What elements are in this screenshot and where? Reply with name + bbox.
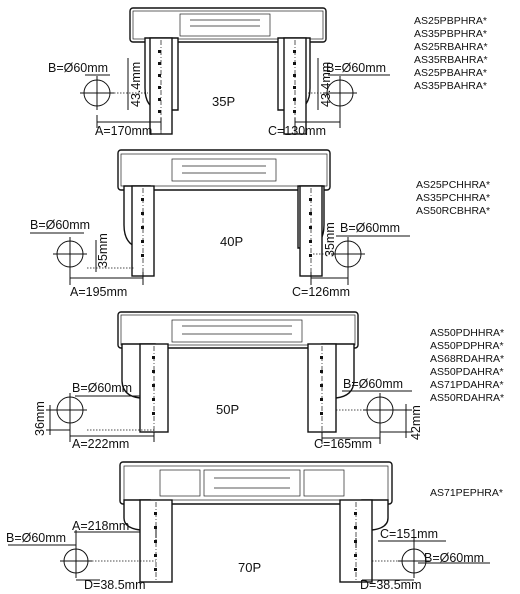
hole-label-left-35p: B=Ø60mm bbox=[48, 61, 108, 75]
model-50p-2: AS50PDPHRA* bbox=[430, 340, 504, 352]
model-35p-1: AS25PBPHRA* bbox=[414, 15, 487, 27]
mounting-plate-40p bbox=[117, 149, 331, 277]
model-35p-2: AS35PBPHRA* bbox=[414, 28, 487, 40]
vert-dim-right-35p: 43.4mm bbox=[319, 62, 333, 107]
hole-label-left-40p: B=Ø60mm bbox=[30, 218, 90, 232]
vert-dim-right-40p: 35mm bbox=[323, 222, 337, 257]
power-label-40p: 40P bbox=[220, 234, 243, 249]
model-35p-3: AS25RBAHRA* bbox=[414, 41, 488, 53]
model-list-40p: AS25PCHHRA* AS35PCHHRA* AS50RCBHRA* bbox=[416, 179, 490, 217]
model-40p-3: AS50RCBHRA* bbox=[416, 205, 490, 217]
model-35p-5: AS25PBAHRA* bbox=[414, 67, 487, 79]
model-50p-1: AS50PDHHRA* bbox=[430, 327, 504, 339]
dim-c-50p: C=165mm bbox=[314, 437, 372, 451]
section-70p: B=Ø60mm A=218mm D=38.5mm B=Ø60mm C=151mm… bbox=[6, 461, 503, 592]
dim-d-left-70p: D=38.5mm bbox=[84, 578, 145, 592]
hole-label-right-40p: B=Ø60mm bbox=[340, 221, 400, 235]
vert-dim-left-35p: 43.4mm bbox=[129, 62, 143, 107]
hole-label-right-35p: B=Ø60mm bbox=[326, 61, 386, 75]
mounting-plate-70p bbox=[119, 461, 393, 583]
model-35p-6: AS35PBAHRA* bbox=[414, 80, 487, 92]
model-35p-4: AS35RBAHRA* bbox=[414, 54, 488, 66]
dim-c-70p: C=151mm bbox=[380, 527, 438, 541]
vert-dim-left-50p: 36mm bbox=[33, 401, 47, 436]
model-50p-3: AS68RDAHRA* bbox=[430, 353, 504, 365]
vert-dim-left-40p: 35mm bbox=[96, 233, 110, 268]
model-list-70p: AS71PEPHRA* bbox=[430, 487, 503, 499]
dim-a-40p: A=195mm bbox=[70, 285, 127, 299]
model-list-50p: AS50PDHHRA* AS50PDPHRA* AS68RDAHRA* AS50… bbox=[430, 327, 504, 404]
mounting-plate-35p bbox=[129, 7, 327, 135]
section-35p: B=Ø60mm 43.4mm A=170mm B=Ø60mm 43.4mm C=… bbox=[48, 7, 488, 138]
hole-label-left-50p: B=Ø60mm bbox=[72, 381, 132, 395]
model-40p-2: AS35PCHHRA* bbox=[416, 192, 490, 204]
dim-c-35p: C=130mm bbox=[268, 124, 326, 138]
dim-c-40p: C=126mm bbox=[292, 285, 350, 299]
model-50p-4: AS50PDAHRA* bbox=[430, 366, 504, 378]
dim-a-70p: A=218mm bbox=[72, 519, 129, 533]
vert-dim-right-50p: 42mm bbox=[409, 405, 423, 440]
dim-a-35p: A=170mm bbox=[95, 124, 152, 138]
dim-a-50p: A=222mm bbox=[72, 437, 129, 451]
model-70p-1: AS71PEPHRA* bbox=[430, 487, 503, 499]
dim-d-right-70p: D=38.5mm bbox=[360, 578, 421, 592]
power-label-70p: 70P bbox=[238, 560, 261, 575]
hole-label-left-70p: B=Ø60mm bbox=[6, 531, 66, 545]
section-50p: B=Ø60mm 36mm A=222mm B=Ø60mm 42mm C=165m… bbox=[33, 311, 504, 451]
section-40p: B=Ø60mm 35mm A=195mm B=Ø60mm 35mm C=126m… bbox=[30, 149, 490, 299]
power-label-50p: 50P bbox=[216, 402, 239, 417]
model-50p-5: AS71PDAHRA* bbox=[430, 379, 504, 391]
mounting-plate-50p bbox=[117, 311, 359, 433]
power-label-35p: 35P bbox=[212, 94, 235, 109]
model-list-35p: AS25PBPHRA* AS35PBPHRA* AS25RBAHRA* AS35… bbox=[414, 15, 488, 92]
model-40p-1: AS25PCHHRA* bbox=[416, 179, 490, 191]
hole-label-right-70p: B=Ø60mm bbox=[424, 551, 484, 565]
hole-label-right-50p: B=Ø60mm bbox=[343, 377, 403, 391]
model-50p-6: AS50RDAHRA* bbox=[430, 392, 504, 404]
